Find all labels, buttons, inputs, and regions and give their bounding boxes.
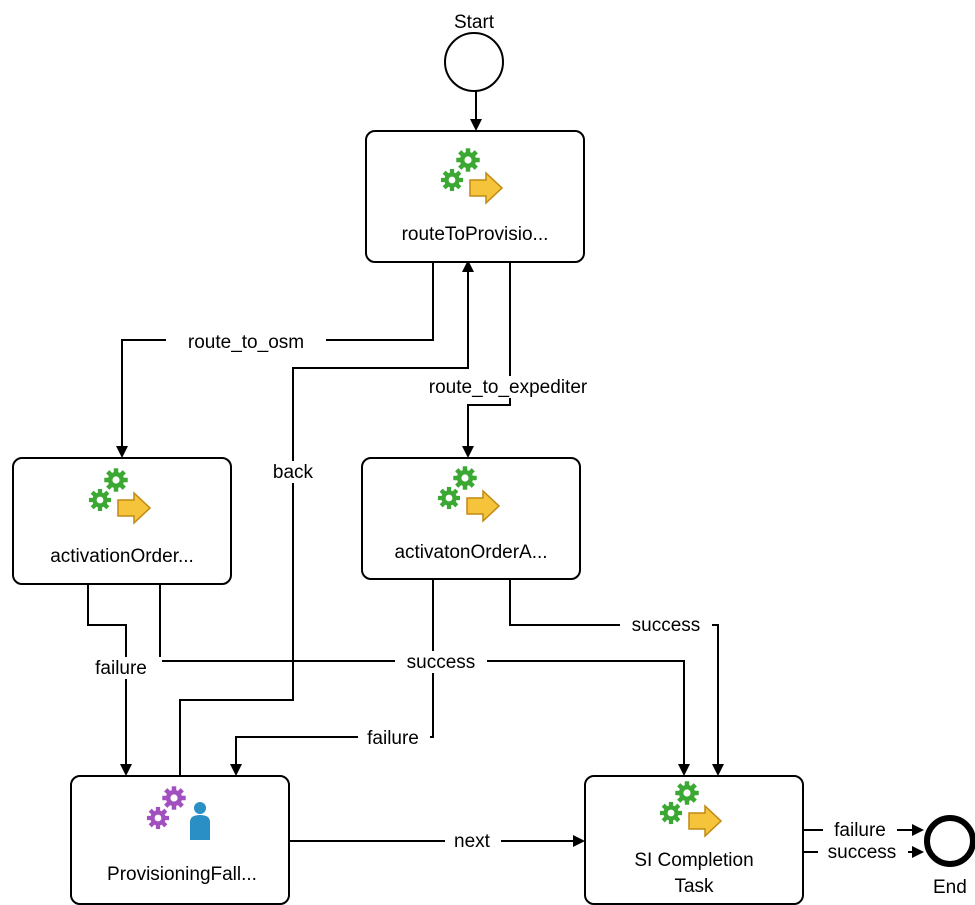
task-title: ProvisioningFall... [107,864,257,885]
edge-route-to-osm[interactable] [116,262,434,458]
person-icon [190,802,210,840]
label-exp-failure: failure [367,728,419,749]
task-title: routeToProvisio... [402,224,549,245]
label-osm-failure: failure [95,658,147,679]
automation-task-icon [440,148,504,205]
end-event[interactable]: End [924,815,975,898]
task-title: activatonOrderA... [394,542,547,563]
edge-exp-success[interactable] [509,580,724,776]
manual-task-icon [146,786,210,840]
task-activation-order-osm[interactable]: activationOrder... [12,457,232,585]
label-next: next [454,831,491,852]
task-title-line1: SI Completion [634,850,753,871]
label-route-to-expediter: route_to_expediter [429,377,588,398]
edge-back[interactable] [179,260,474,776]
automation-task-icon [88,468,152,525]
end-circle[interactable] [924,815,975,867]
label-completion-success: success [828,842,897,863]
label-completion-failure: failure [834,820,886,841]
label-exp-success: success [632,615,701,636]
task-title-line2: Task [674,876,714,897]
edge-labels: route_to_osm route_to_expediter back fai… [80,331,908,863]
task-provisioning-fallout[interactable]: ProvisioningFall... [70,775,290,905]
edge-osm-failure[interactable] [87,585,132,776]
task-si-completion[interactable]: SI Completion Task [584,775,804,905]
start-circle[interactable] [444,32,504,92]
label-osm-success: success [407,652,476,673]
task-route-to-provisioning[interactable]: routeToProvisio... [365,130,585,263]
automation-task-icon [659,781,723,838]
start-event[interactable]: Start [444,12,504,92]
automation-task-icon [437,466,501,523]
edge-route-to-expediter[interactable] [462,262,511,458]
task-title: activationOrder... [50,546,194,567]
end-label: End [933,877,967,898]
label-route-to-osm: route_to_osm [188,332,304,353]
task-activation-order-expediter[interactable]: activatonOrderA... [361,457,581,580]
label-back: back [273,462,314,483]
start-label: Start [454,12,495,33]
